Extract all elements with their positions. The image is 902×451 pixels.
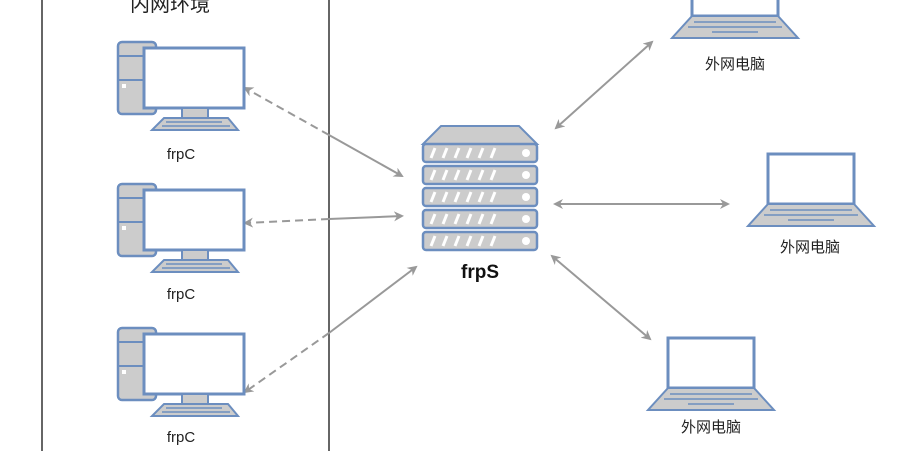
client-label: frpC: [166, 429, 196, 446]
connector-client3-solid: [328, 265, 418, 334]
external-laptop-icon: [670, 0, 800, 40]
client-computer-icon: [116, 326, 246, 418]
connector-client2-solid: [328, 211, 404, 222]
connector-client1-solid: [328, 134, 404, 177]
connector-external3: [550, 254, 652, 341]
server-label: frpS: [461, 262, 499, 283]
external-laptop-icon: [746, 152, 876, 228]
client-label: frpC: [166, 146, 196, 163]
connector-external1: [554, 40, 654, 130]
connector-client1-dashed: [243, 87, 330, 136]
connector-client3-dashed: [243, 332, 330, 394]
connector-client2-dashed: [243, 217, 330, 228]
client-label: frpC: [166, 286, 196, 303]
client-computer-icon: [116, 40, 246, 132]
external-laptop-icon: [646, 336, 776, 412]
external-label: 外网电脑: [779, 239, 840, 256]
zone-title: 内网环境: [130, 0, 210, 16]
external-label: 外网电脑: [680, 419, 741, 436]
server-icon: [420, 125, 540, 252]
external-label: 外网电脑: [704, 56, 765, 73]
client-computer-icon: [116, 182, 246, 274]
